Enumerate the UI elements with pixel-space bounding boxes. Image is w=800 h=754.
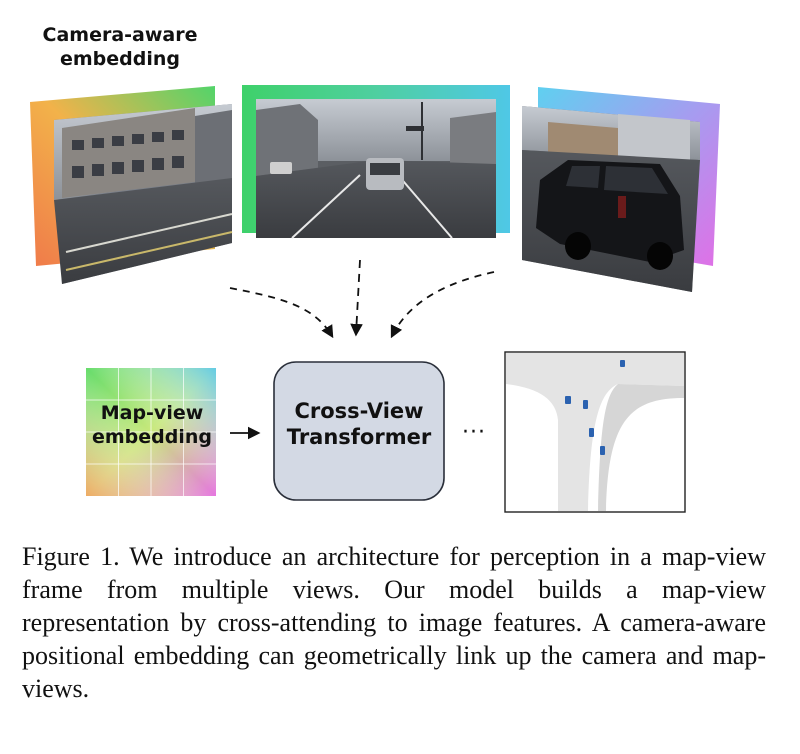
cross-view-transformer-box bbox=[273, 361, 445, 501]
transformer-label-line1: Cross-View bbox=[294, 399, 424, 423]
right-camera-view bbox=[522, 87, 720, 292]
map-view-embedding bbox=[86, 368, 216, 496]
camera-label-line2: embedding bbox=[59, 47, 180, 70]
dashed-arrow-right bbox=[390, 271, 495, 339]
mapview-label-line1: Map-view bbox=[100, 402, 204, 424]
ellipsis: ··· bbox=[462, 420, 486, 445]
camera-aware-embedding-label: Camera-aware embedding bbox=[20, 24, 220, 72]
dashed-arrow-center bbox=[350, 259, 363, 337]
cross-view-transformer-label: Cross-View Transformer bbox=[274, 398, 444, 451]
map-view-embedding-label: Map-view embedding bbox=[88, 402, 216, 450]
road-area bbox=[506, 353, 684, 511]
dashed-arrow-left bbox=[229, 287, 334, 339]
center-camera-view bbox=[242, 85, 510, 239]
mapview-label-line2: embedding bbox=[91, 425, 212, 448]
vehicle-detections bbox=[565, 360, 625, 455]
embedding-grid bbox=[86, 368, 216, 496]
camera-label-line1: Camera-aware bbox=[42, 24, 198, 46]
transformer-label-line2: Transformer bbox=[286, 425, 432, 450]
left-camera-view bbox=[30, 86, 233, 284]
bev-output-map bbox=[504, 351, 686, 513]
figure-caption: Figure 1. We introduce an architecture f… bbox=[22, 542, 766, 703]
